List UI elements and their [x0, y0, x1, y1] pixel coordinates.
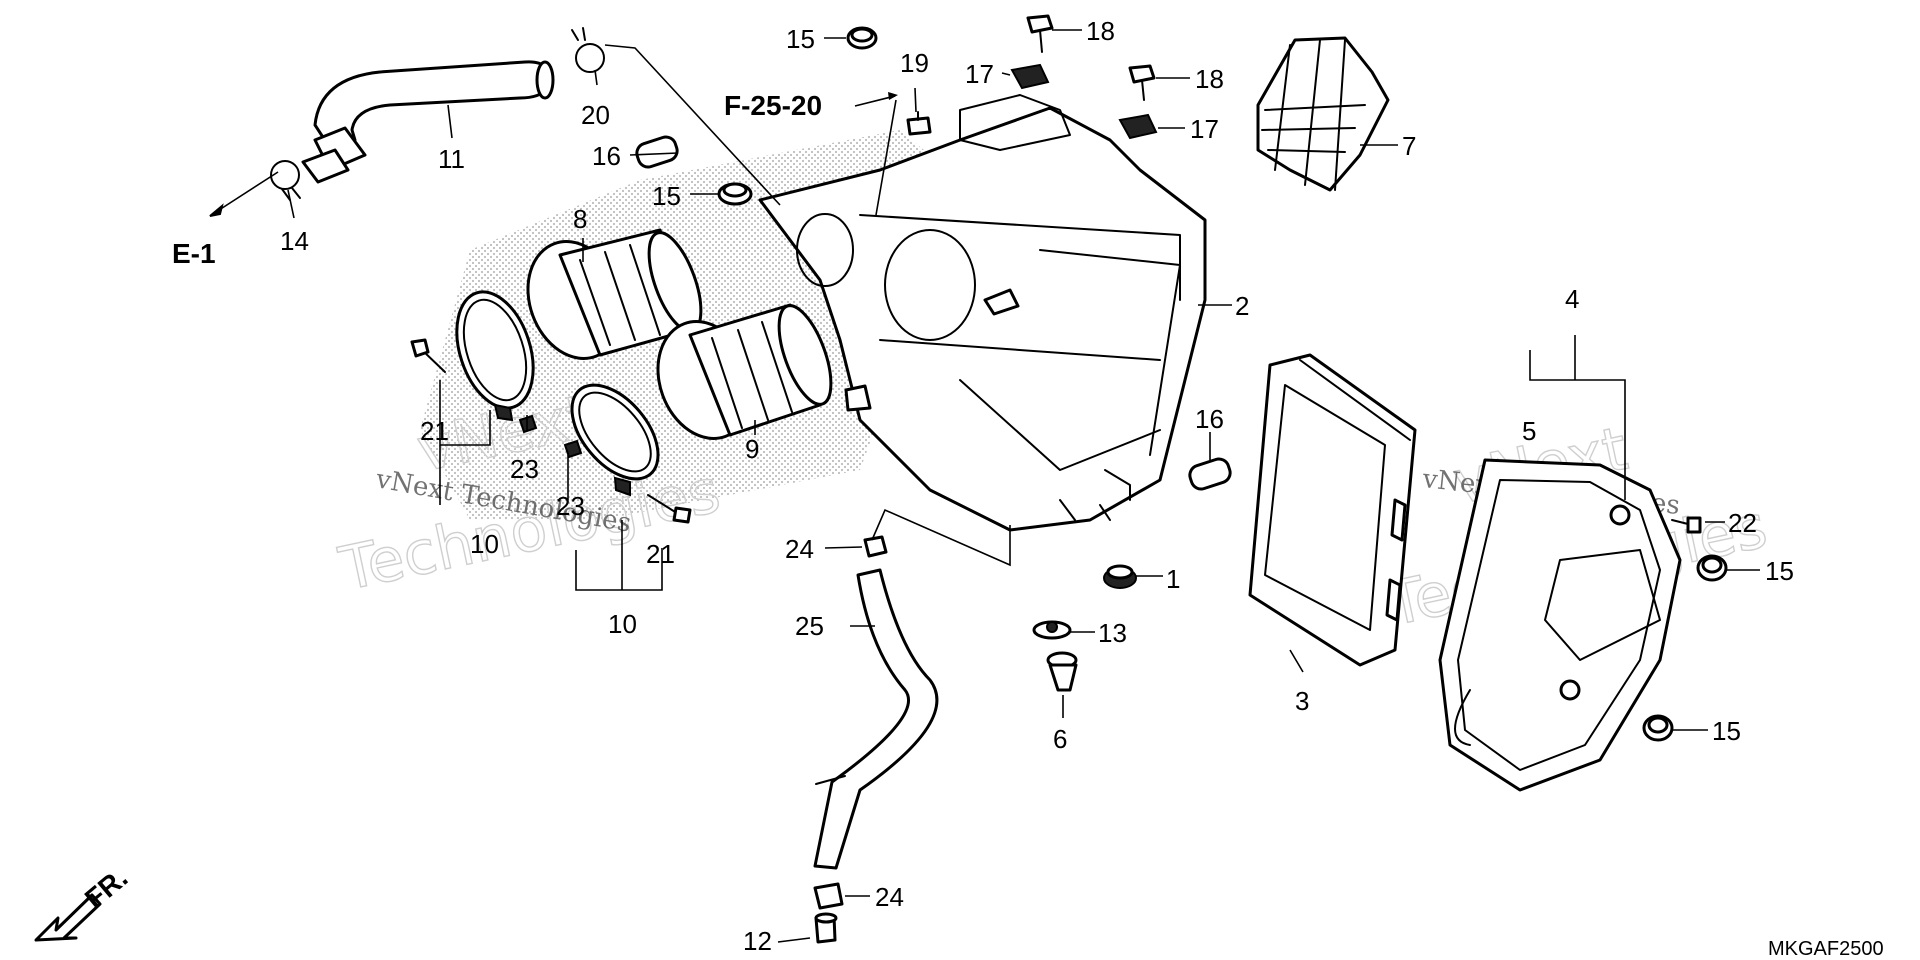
callout-22: 22 — [1728, 508, 1757, 538]
grommet-15-right-top — [1696, 554, 1728, 582]
drain-plug-6 — [1046, 651, 1078, 692]
grommet-15-right-bottom — [1642, 714, 1674, 742]
air-cleaner-case — [758, 94, 1207, 532]
nut-23-b — [563, 439, 583, 459]
band-clamp-10-b — [570, 383, 660, 497]
callout-16-a: 16 — [592, 141, 621, 171]
rubber-pad-16-top — [635, 135, 679, 169]
callout-10-b: 10 — [608, 609, 637, 639]
callout-2: 2 — [1235, 291, 1249, 321]
collar-17-a — [1010, 63, 1050, 90]
reference-f-25-20: F-25-20 — [724, 90, 822, 121]
callout-19: 19 — [900, 48, 929, 78]
hose-clamp-14 — [270, 160, 301, 201]
callout-16-b: 16 — [1195, 404, 1224, 434]
screw-22 — [1671, 516, 1702, 534]
callout-12: 12 — [743, 926, 772, 956]
callout-7: 7 — [1402, 131, 1416, 161]
band-clamp-10-a — [455, 290, 535, 422]
callout-24-a: 24 — [785, 534, 814, 564]
callout-5: 5 — [1522, 416, 1536, 446]
callout-18-a: 18 — [1086, 16, 1115, 46]
intake-duct-9 — [656, 303, 833, 440]
grommet-15-top — [846, 26, 878, 50]
callout-11: 11 — [438, 144, 465, 174]
reference-arrow-e1 — [209, 171, 279, 217]
callout-25: 25 — [795, 611, 824, 641]
clip-13 — [1032, 620, 1072, 640]
callout-10-a: 10 — [470, 529, 499, 559]
callout-17-b: 17 — [1190, 114, 1219, 144]
air-funnel-7 — [1256, 36, 1390, 192]
collar-17-b — [1118, 113, 1158, 140]
callout-15-d: 15 — [1712, 716, 1741, 746]
callout-8: 8 — [573, 204, 587, 234]
reference-e-1: E-1 — [172, 238, 216, 269]
callout-1: 1 — [1166, 564, 1180, 594]
grommet-15-mid — [717, 182, 753, 206]
collar-1 — [1103, 564, 1137, 589]
callout-6: 6 — [1053, 724, 1067, 754]
callout-20: 20 — [581, 100, 610, 130]
clip-24-top — [863, 535, 888, 558]
front-direction-arrow: FR. — [34, 862, 133, 942]
callout-4: 4 — [1565, 284, 1579, 314]
screw-21-a — [410, 338, 446, 373]
bolt-19 — [906, 111, 932, 136]
callout-15-b: 15 — [652, 181, 681, 211]
callout-17-a: 17 — [965, 59, 994, 89]
nut-23-a — [518, 414, 538, 434]
callout-21-a: 21 — [420, 416, 449, 446]
intake-duct-8 — [526, 228, 703, 360]
breather-hose — [301, 60, 555, 184]
callout-21-b: 21 — [646, 539, 675, 569]
callout-23-b: 23 — [556, 491, 585, 521]
screw-21-b — [647, 494, 692, 524]
callout-18-b: 18 — [1195, 64, 1224, 94]
callout-24-b: 24 — [875, 882, 904, 912]
callout-15-a: 15 — [786, 24, 815, 54]
rubber-pad-16-right — [1188, 457, 1232, 491]
callout-14: 14 — [280, 226, 309, 256]
drawing-code: MKGAF2500 — [1768, 938, 1884, 960]
hose-clamp-20 — [571, 27, 605, 73]
callout-3: 3 — [1295, 686, 1309, 716]
callout-15-c: 15 — [1765, 556, 1794, 586]
callout-9: 9 — [745, 434, 759, 464]
clip-24-bottom — [813, 882, 844, 910]
plug-12 — [814, 912, 838, 944]
callout-23-a: 23 — [510, 454, 539, 484]
callout-labels: 1 2 3 4 5 6 7 8 9 10 10 11 12 13 14 15 1… — [280, 16, 1794, 956]
reference-arrow-f25 — [854, 92, 898, 216]
bolt-18-b — [1128, 64, 1156, 101]
bolt-18-a — [1026, 14, 1054, 53]
leader-lines — [287, 29, 1760, 943]
callout-13: 13 — [1098, 618, 1127, 648]
air-cleaner-cover-4 — [1438, 458, 1682, 792]
drain-tube-25 — [813, 568, 939, 870]
air-cleaner-element-3 — [1248, 353, 1417, 667]
